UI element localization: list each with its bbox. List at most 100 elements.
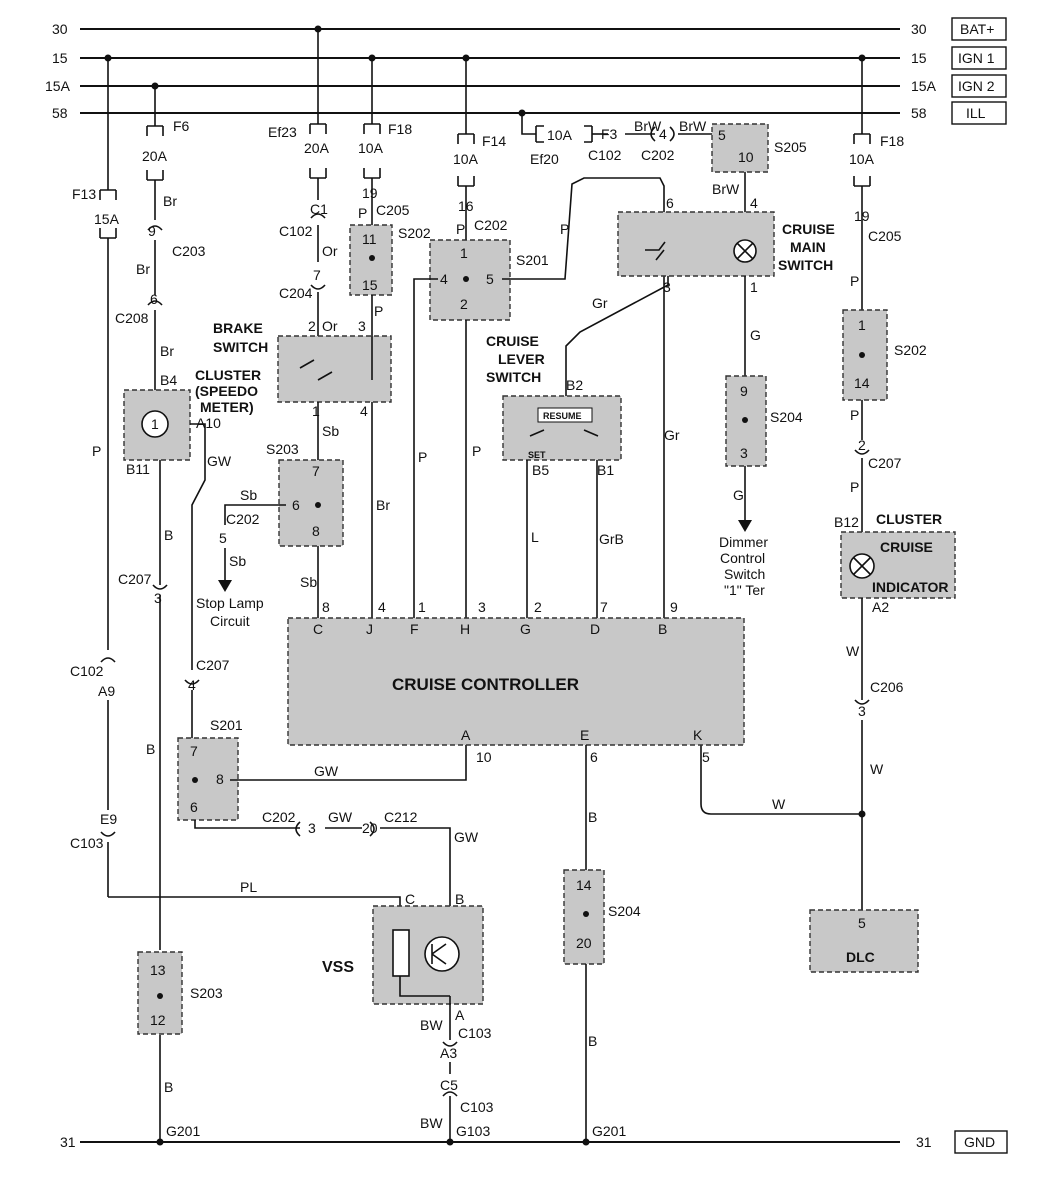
t3: 3 [478, 599, 486, 615]
wire-l: L [531, 529, 539, 545]
cluster-title-3: METER) [200, 399, 254, 415]
splice-s201-bottom: 7 8 6 S201 [177, 717, 243, 821]
wire-bw2: BW [420, 1115, 443, 1131]
tag-gnd: GND [964, 1134, 995, 1150]
wire-b-e: B [588, 809, 597, 825]
rail-15a: 15A 15A IGN 2 [45, 74, 1007, 98]
pin-e: E [580, 727, 589, 743]
tag-ign2: IGN 2 [958, 78, 995, 94]
c103b: C103 [458, 1025, 492, 1041]
s204b: S204 [608, 903, 641, 919]
n3e: 3 [858, 703, 866, 719]
wire-br1: Br [163, 193, 177, 209]
b12: B12 [834, 514, 859, 530]
wire-or2: Or [322, 318, 338, 334]
n6a: 6 [150, 291, 158, 307]
n2a: 2 [308, 318, 316, 334]
rail-15-left: 15 [52, 50, 68, 66]
tag-bat: BAT+ [960, 21, 994, 37]
pin-k: K [693, 727, 703, 743]
controller-label: CRUISE CONTROLLER [392, 675, 579, 694]
ef23-column: Ef23 20A C1 C102 Or 7 C204 [268, 29, 338, 336]
n20a: 20 [362, 820, 378, 836]
wire-p7: P [850, 273, 859, 289]
t7: 7 [600, 599, 608, 615]
n14a: 14 [854, 375, 870, 391]
g201a: G201 [166, 1123, 200, 1139]
c205a: C205 [376, 202, 410, 218]
c212: C212 [384, 809, 418, 825]
f18a-amp: 10A [358, 140, 384, 156]
wire-pl: PL [240, 879, 257, 895]
gw-cluster-wire: C207 4 [184, 423, 230, 740]
cluster-cruise-indicator: B12 CLUSTER CRUISE INDICATOR A2 [834, 511, 956, 615]
wire-gw4: GW [454, 829, 479, 845]
resume-label: RESUME [543, 411, 582, 421]
svg-text:1: 1 [151, 416, 159, 432]
n8a: 8 [312, 523, 320, 539]
cluster-speedometer: 1 CLUSTER (SPEEDO METER) A10 B11 GW [123, 367, 261, 477]
n4c: 4 [659, 126, 667, 142]
c102c: C102 [588, 147, 622, 163]
n16: 16 [458, 198, 474, 214]
cruise-main-switch: 6 4 CRUISE MAIN SWITCH 3 1 [617, 195, 835, 295]
f14-column: F14 10A 16 P C202 [453, 58, 508, 240]
pin-d: D [590, 621, 600, 637]
c204: C204 [279, 285, 313, 301]
wire-br3: Br [160, 343, 174, 359]
dimmer-1: Dimmer [719, 534, 768, 550]
rail-30-right: 30 [911, 21, 927, 37]
splice-s202-top: 11 15 S202 [349, 224, 431, 296]
n6d: 6 [190, 799, 198, 815]
f13-amp: 15A [94, 211, 120, 227]
cls-title-2: LEVER [498, 351, 545, 367]
rail-15a-left: 15A [45, 78, 71, 94]
c202b: C202 [474, 217, 508, 233]
wire-p-left: P [92, 443, 101, 459]
f18b-label: F18 [880, 133, 904, 149]
f14-amp: 10A [453, 151, 479, 167]
n3b: 3 [358, 318, 366, 334]
n7a: 7 [313, 267, 321, 283]
f13-label: F13 [72, 186, 96, 202]
rail-30-left: 30 [52, 21, 68, 37]
n6b: 6 [292, 497, 300, 513]
f18-right-column: F18 10A 19 C205 P 1 14 S202 P 2 C207 P [842, 58, 927, 532]
dimmer-branch: G 9 3 S204 G Dimmer Control Switch "1" T… [719, 276, 803, 598]
a2: A2 [872, 599, 889, 615]
n4d: 4 [750, 195, 758, 211]
n13: 13 [150, 962, 166, 978]
rail-58-right: 58 [911, 105, 927, 121]
pin-b: B [658, 621, 667, 637]
n3c: 3 [663, 279, 671, 295]
n4b: 4 [440, 271, 448, 287]
f18-left-column: F18 10A 19 P C205 [358, 58, 412, 225]
wire-g2: G [733, 487, 744, 503]
ef23-label: Ef23 [268, 124, 297, 140]
rail-31-left: 31 [60, 1134, 76, 1150]
wire-b-low: B [164, 1079, 173, 1095]
n5a: 5 [219, 530, 227, 546]
rail-15-right: 15 [911, 50, 927, 66]
dlc-connector: 5 DLC [809, 909, 919, 973]
dimmer-2: Control [720, 550, 765, 566]
s201b: S201 [210, 717, 243, 733]
n1d: 1 [858, 317, 866, 333]
s203a: S203 [266, 441, 299, 457]
brake-title-2: SWITCH [213, 339, 268, 355]
vss-pin-c: C [405, 891, 415, 907]
a9: A9 [98, 683, 115, 699]
wire-br2: Br [136, 261, 150, 277]
n14b: 14 [576, 877, 592, 893]
splice-s205: 5 10 S205 [711, 123, 807, 173]
wire-g1: G [750, 327, 761, 343]
wire-sb4: Sb [300, 574, 317, 590]
s202a: S202 [398, 225, 431, 241]
c103a: C103 [70, 835, 104, 851]
b11: B11 [126, 461, 150, 477]
wire-p5: P [472, 443, 481, 459]
gw-controller-wire: GW C202 3 GW 20 C212 GW [194, 745, 479, 930]
c207a: C207 [118, 571, 152, 587]
wire-w3: W [772, 796, 786, 812]
